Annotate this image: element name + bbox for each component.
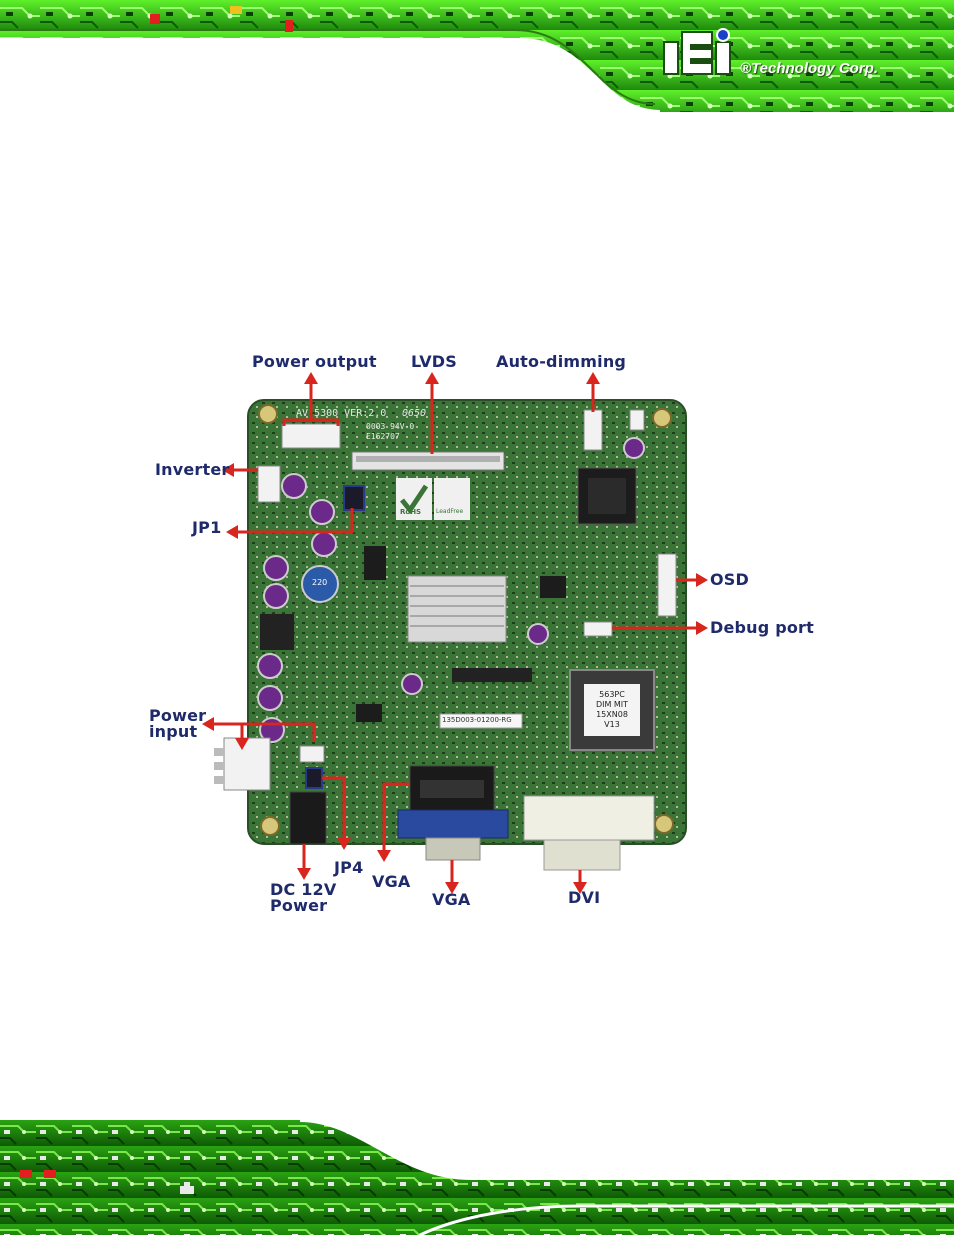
label-power-input: Power input <box>149 708 206 740</box>
chip-line-3: 15XN08 <box>584 710 640 720</box>
label-dc12v: DC 12V Power <box>270 882 336 914</box>
silkscreen-model: AV 5300 VER:2.0 <box>296 408 386 419</box>
label-osd: OSD <box>710 572 749 588</box>
silkscreen-ul2: E162707 <box>366 432 400 441</box>
chip-label: 563PC DIM MIT 15XN08 V13 <box>584 690 640 730</box>
label-power-output: Power output <box>252 354 377 370</box>
label-jp1: JP1 <box>192 520 221 536</box>
silkscreen-ul1: 0003 94V-0 <box>366 422 414 431</box>
chip-line-2: DIM MIT <box>584 700 640 710</box>
label-lvds: LVDS <box>411 354 457 370</box>
board-figure: AV 5300 VER:2.0 0650 0003 94V-0 E162707 … <box>0 340 954 920</box>
label-vga-left: VGA <box>372 874 411 890</box>
label-dvi: DVI <box>568 890 600 906</box>
page-header: ®Technology Corp. <box>0 0 954 112</box>
label-dc12v-line2: Power <box>270 898 336 914</box>
chip-line-4: V13 <box>584 720 640 730</box>
label-inverter: Inverter <box>155 462 230 478</box>
capacitor-value: 220 <box>312 578 327 587</box>
page-footer <box>0 1120 954 1235</box>
header-circuit-banner <box>0 0 954 112</box>
brand-logo <box>662 28 738 78</box>
rohs-mark: RoHS <box>400 508 421 516</box>
board-sticker: 135D003-01200-RG <box>442 716 512 724</box>
leadfree-mark: LeadFree <box>436 508 463 515</box>
footer-circuit-banner <box>0 1120 954 1235</box>
silkscreen-code: 0650 <box>402 408 426 419</box>
label-jp4: JP4 <box>334 860 363 876</box>
label-vga-bottom: VGA <box>432 892 471 908</box>
brand-tagline: ®Technology Corp. <box>740 60 878 77</box>
label-debug-port: Debug port <box>710 620 814 636</box>
label-power-input-line2: input <box>149 724 206 740</box>
chip-line-1: 563PC <box>584 690 640 700</box>
label-auto-dimming: Auto-dimming <box>496 354 626 370</box>
